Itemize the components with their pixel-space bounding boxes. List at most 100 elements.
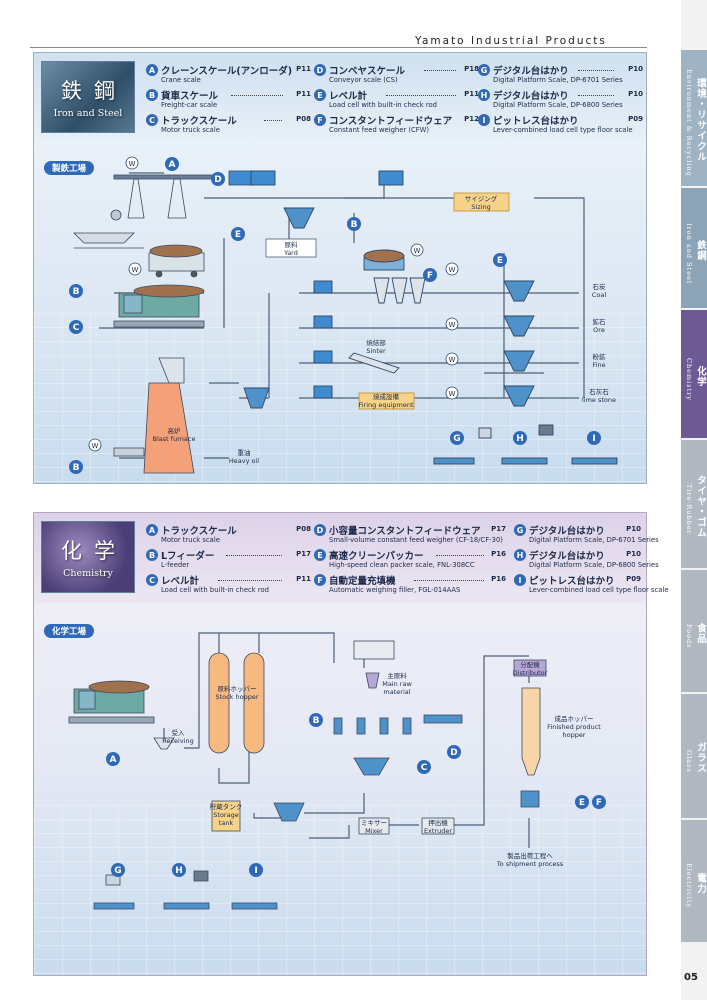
legend-item[interactable]: B 貨車スケール P11 Freight-car scale bbox=[146, 88, 311, 112]
legend-sub: Automatic weighing filler, FGL-014AAS bbox=[329, 586, 461, 594]
legend-name: トラックスケール bbox=[161, 116, 237, 127]
legend-name: ピットレス台はかり bbox=[493, 116, 579, 127]
side-tab-sublabel: Foods bbox=[685, 623, 693, 649]
floor-grid bbox=[34, 805, 646, 975]
legend-item[interactable]: G デジタル台はかり P10 Digital Platform Scale, D… bbox=[514, 523, 659, 547]
legend-name: トラックスケール bbox=[161, 526, 237, 537]
legend-item[interactable]: C トラックスケール P08 Motor truck scale bbox=[146, 113, 311, 137]
legend-page: P11 bbox=[296, 65, 311, 73]
side-tab-iron[interactable]: 鉄鋼 Iron and Steel bbox=[681, 188, 707, 308]
legend-item[interactable]: E 高速クリーンパッカー P16 High-speed clean packer… bbox=[314, 548, 506, 572]
legend-name: 高速クリーンパッカー bbox=[329, 551, 424, 562]
legend-name: 自動定量充填機 bbox=[329, 576, 396, 587]
label-raw-jp: 主原料 bbox=[387, 671, 407, 680]
label-storage-en2: tank bbox=[219, 819, 234, 827]
legend-item[interactable]: H デジタル台はかり P10 Digital Platform Scale, D… bbox=[478, 88, 643, 112]
legend-item[interactable]: C レベル計 P11 Load cell with built-in check… bbox=[146, 573, 311, 597]
legend-sub: Digital Platform Scale, DP-6800 Series bbox=[529, 561, 659, 569]
side-tab-label: 電力 bbox=[695, 872, 706, 894]
legend-letter: A bbox=[146, 524, 158, 536]
label-shipment-en: To shipment process bbox=[496, 860, 564, 868]
legend-item[interactable]: H デジタル台はかり P10 Digital Platform Scale, D… bbox=[514, 548, 659, 572]
legend-item[interactable]: I ピットレス台はかり P09 Lever-combined load cell… bbox=[478, 113, 643, 137]
legend-page: P08 bbox=[296, 115, 311, 123]
svg-text:W: W bbox=[449, 266, 456, 274]
legend-letter: F bbox=[314, 574, 326, 586]
legend-item[interactable]: D コンベヤスケール P18 Conveyor scale (CS) bbox=[314, 63, 479, 87]
legend-page: P10 bbox=[628, 90, 643, 98]
svg-text:D: D bbox=[450, 748, 457, 758]
label-mixer-en: Mixer bbox=[365, 827, 383, 835]
legend-name: コンベヤスケール bbox=[329, 66, 406, 77]
legend-letter: F bbox=[314, 114, 326, 126]
legend-page: P11 bbox=[464, 90, 479, 98]
label-mixer-jp: ミキサー bbox=[361, 819, 387, 827]
side-tab-foods[interactable]: 食品 Foods bbox=[681, 570, 707, 692]
legend-item[interactable]: G デジタル台はかり P10 Digital Platform Scale, D… bbox=[478, 63, 643, 87]
legend-item[interactable]: A トラックスケール P08 Motor truck scale bbox=[146, 523, 311, 547]
legend-item[interactable]: B Lフィーダー P17 L-feeder bbox=[146, 548, 311, 572]
section-header bbox=[34, 513, 646, 603]
side-tab-label: ガラス bbox=[695, 742, 706, 774]
svg-text:B: B bbox=[73, 463, 80, 473]
side-tab-sublabel: Electricity bbox=[685, 863, 693, 909]
svg-text:A: A bbox=[169, 160, 176, 170]
legend-name: クレーンスケール(アンローダ) bbox=[161, 66, 293, 77]
side-tab-tire[interactable]: タイヤ・ゴム Tire·Rubber bbox=[681, 440, 707, 568]
svg-text:B: B bbox=[313, 716, 320, 726]
side-tab-glass[interactable]: ガラス Glass bbox=[681, 694, 707, 818]
side-tab-label: 鉄鋼 bbox=[695, 239, 706, 261]
iron-steel-section: 鉄鋼 Iron and Steel A クレーンスケール(アンローダ) P11 … bbox=[33, 52, 647, 484]
legend-item[interactable]: I ピットレス台はかり P09 Lever-combined load cell… bbox=[514, 573, 669, 597]
legend-letter: H bbox=[478, 89, 490, 101]
legend-name: レベル計 bbox=[161, 576, 200, 587]
dot-leader bbox=[424, 70, 456, 71]
legend-letter: G bbox=[514, 524, 526, 536]
legend-item[interactable]: A クレーンスケール(アンローダ) P11 Crane scale bbox=[146, 63, 311, 87]
legend-item[interactable]: F 自動定量充填機 P16 Automatic weighing filler,… bbox=[314, 573, 506, 597]
dot-leader bbox=[231, 95, 283, 96]
svg-text:H: H bbox=[175, 866, 183, 876]
legend-name: 小容量コンスタントフィードウェア bbox=[329, 526, 481, 537]
side-tab-electricity[interactable]: 電力 Electricity bbox=[681, 820, 707, 942]
svg-text:A: A bbox=[110, 755, 117, 765]
side-tab-environment[interactable]: 環境・リサイクル Environment & Recycling bbox=[681, 50, 707, 186]
legend-letter: I bbox=[478, 114, 490, 126]
svg-text:W: W bbox=[449, 321, 456, 329]
legend-letter: D bbox=[314, 524, 326, 536]
legend-sub: Conveyor scale (CS) bbox=[329, 76, 398, 84]
legend-page: P09 bbox=[626, 575, 641, 583]
label-extruder-en: Extruder bbox=[424, 827, 452, 835]
legend-letter: C bbox=[146, 114, 158, 126]
svg-text:G: G bbox=[453, 434, 460, 444]
side-tab-chemistry[interactable]: 化学 Chemistry bbox=[681, 310, 707, 438]
label-extruder-jp: 押出機 bbox=[428, 818, 448, 827]
chemistry-badge: 化学 Chemistry bbox=[41, 521, 135, 593]
legend-name: レベル計 bbox=[329, 91, 368, 102]
legend-item[interactable]: E レベル計 P11 Load cell with built-in check… bbox=[314, 88, 479, 112]
label-firing-en: Firing equipment bbox=[358, 401, 413, 409]
svg-text:E: E bbox=[497, 256, 503, 266]
legend-item[interactable]: F コンスタントフィードウェア P12 Constant feed weighe… bbox=[314, 113, 479, 137]
label-lime-jp: 石灰石 bbox=[589, 387, 609, 396]
legend-sub: Digital Platform Scale, DP-6701 Series bbox=[529, 536, 659, 544]
legend-name: デジタル台はかり bbox=[493, 91, 569, 102]
legend-sub: Constant feed weigher (CFW) bbox=[329, 126, 430, 134]
legend-name: ピットレス台はかり bbox=[529, 576, 615, 587]
svg-text:F: F bbox=[596, 798, 602, 808]
legend-page: P11 bbox=[296, 90, 311, 98]
dot-leader bbox=[578, 70, 614, 71]
label-storage-en1: Storage bbox=[213, 811, 238, 819]
legend-name: デジタル台はかり bbox=[493, 66, 569, 77]
label-stock-en: Stock hopper bbox=[215, 693, 258, 701]
legend-sub: Motor truck scale bbox=[161, 126, 220, 134]
label-product-jp: 成品ホッパー bbox=[555, 714, 594, 723]
legend-item[interactable]: D 小容量コンスタントフィードウェア P17 Small-volume cons… bbox=[314, 523, 506, 547]
legend-sub: Crane scale bbox=[161, 76, 201, 84]
label-shipment-jp: 製品出荷工程へ bbox=[507, 851, 553, 860]
dot-leader bbox=[386, 95, 456, 96]
legend-sub: High-speed clean packer scale, FNL-308CC bbox=[329, 561, 475, 569]
label-coal-en: Coal bbox=[592, 291, 606, 299]
label-sizing-jp: サイジング bbox=[465, 194, 498, 203]
legend-page: P10 bbox=[626, 525, 641, 533]
